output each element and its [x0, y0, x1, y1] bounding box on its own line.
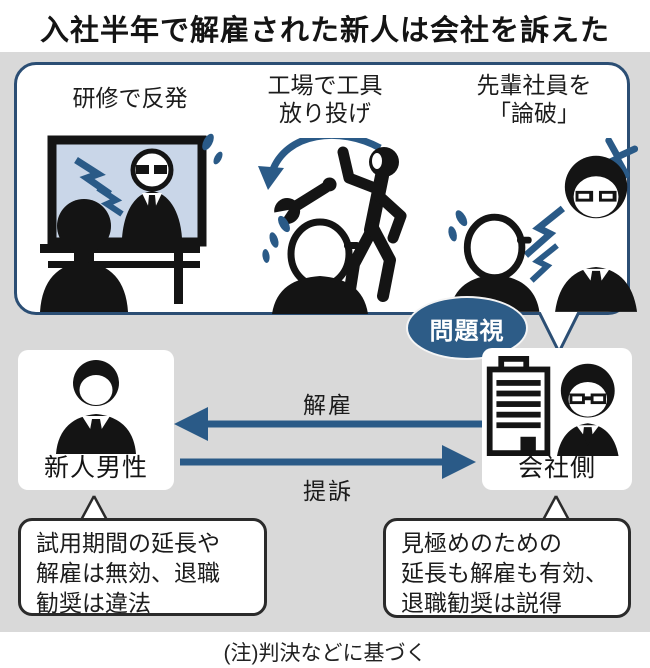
- instructor-tie: [148, 195, 156, 222]
- company-label: 会社側: [517, 454, 596, 482]
- coworker-glasses-icon: [344, 242, 360, 249]
- company-building-icon: [486, 356, 619, 456]
- senior-scene-illustration: [448, 138, 638, 312]
- scene-senior-label: 先輩社員を 「論破」: [452, 71, 616, 127]
- thrower-face: [372, 153, 382, 169]
- new-employee-claim-line3: 勧奨は違法: [36, 590, 151, 616]
- sweat-drop-icon: [269, 232, 279, 248]
- new-employee-claim-line2: 解雇は無効、退職: [36, 560, 220, 586]
- problem-badge: 問題視: [408, 298, 526, 358]
- lightning-icon: [74, 157, 112, 197]
- sweat-drop-icon: [455, 210, 468, 227]
- scene-factory-label-line1: 工場で工具: [267, 72, 383, 98]
- trainee-head: [57, 199, 111, 253]
- sweat-drop-icon: [213, 151, 223, 165]
- company-claim-line2: 延長も解雇も有効、: [401, 560, 608, 586]
- sweat-drop-icon: [448, 226, 457, 242]
- thrower-arm: [373, 190, 407, 244]
- senior-face: [573, 176, 619, 218]
- company-claim-line3: 退職勧奨は説得: [401, 590, 562, 616]
- scene-factory-label-line2: 放り投げ: [279, 100, 371, 126]
- senior-glasses-lens: [601, 193, 613, 199]
- new-employee-claim-line1: 試用期間の延長や: [36, 530, 220, 556]
- lightning-icon: [523, 205, 566, 258]
- company-claim-line1: 見極めのための: [401, 530, 562, 556]
- desk-rail: [48, 261, 200, 268]
- senior-tie: [590, 270, 602, 299]
- new-employee-claim-bubble: 試用期間の延長や 解雇は無効、退職 勧奨は違法: [18, 518, 267, 616]
- lightning-icon: [529, 243, 559, 283]
- page-title: 入社半年で解雇された新人は会社を訴えた: [39, 15, 610, 47]
- thrower-raised-arm: [337, 146, 386, 196]
- training-scene-illustration: [40, 133, 223, 312]
- throw-arc-arrow: [268, 138, 382, 174]
- relation-arrows: [174, 407, 482, 479]
- sweat-drop-icon: [278, 215, 290, 233]
- new-employee-label: 新人男性: [43, 454, 148, 482]
- desk-rail: [40, 244, 200, 253]
- trainee-neck: [74, 246, 94, 262]
- claim-bubble-tail: [78, 495, 110, 523]
- lawsuit-arrow-label: 提訴: [303, 478, 353, 504]
- dismissal-arrow-label: 解雇: [303, 392, 353, 418]
- instructor-head: [130, 148, 174, 192]
- claim-bubble-tail: [540, 495, 572, 523]
- sweat-drop-icon: [262, 249, 270, 263]
- trainee-shoulders: [40, 262, 128, 312]
- scene-training-label: 研修で反発: [40, 84, 220, 112]
- thrower-leg: [367, 222, 396, 302]
- lightning-icon: [96, 185, 124, 217]
- scene-training-label-line1: 研修で反発: [72, 85, 188, 111]
- coworker-shoulders: [272, 276, 368, 314]
- dismissal-arrow-head: [174, 407, 208, 441]
- source-note: (注)判決などに基づく: [223, 642, 427, 665]
- company-card: 会社側: [482, 348, 632, 490]
- company-claim-bubble: 見極めのための 延長も解雇も有効、 退職勧奨は説得: [383, 518, 631, 618]
- instructor-glasses-icon: [136, 165, 149, 174]
- screen-stand: [174, 242, 183, 304]
- throw-arrow-head: [258, 166, 284, 190]
- lawsuit-arrow-head: [442, 445, 476, 479]
- businessman-icon: [56, 360, 136, 454]
- thrower-leg: [343, 222, 379, 302]
- scene-senior-label-line1: 先輩社員を: [476, 72, 592, 98]
- rookie-glasses-icon: [517, 236, 532, 244]
- rookie-head: [463, 213, 526, 282]
- scene-senior-label-line2: 「論破」: [488, 100, 580, 126]
- factory-scene-illustration: [258, 138, 407, 314]
- senior-glasses-lens: [578, 193, 590, 199]
- instructor-glasses-icon: [154, 165, 167, 174]
- problem-box-pointer: [537, 312, 581, 353]
- scene-factory-label: 工場で工具 放り投げ: [243, 71, 407, 127]
- sweat-drop-icon: [202, 133, 214, 151]
- new-employee-card: 新人男性: [18, 350, 174, 490]
